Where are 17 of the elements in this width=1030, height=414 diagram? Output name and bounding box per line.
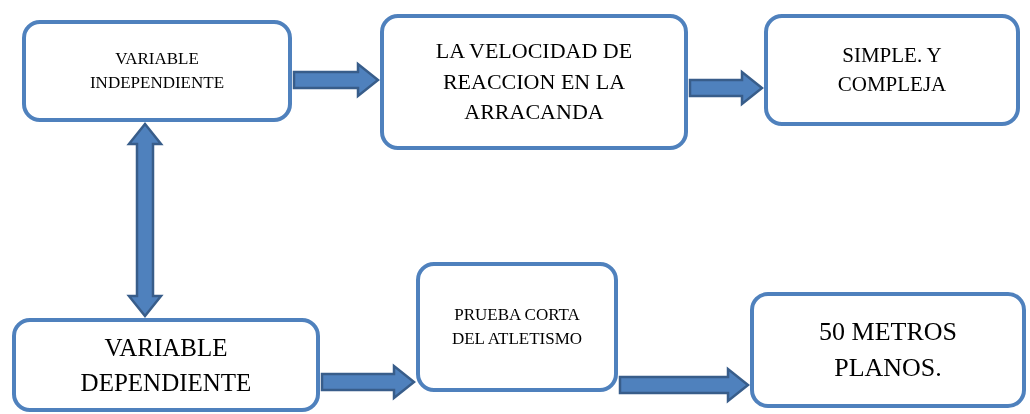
- box-text: VARIABLE INDEPENDIENTE: [88, 48, 226, 94]
- block-arrow: [688, 69, 764, 107]
- box-text: LA VELOCIDAD DE REACCION EN LA ARRACANDA: [434, 36, 634, 127]
- block-arrow: [618, 366, 750, 404]
- rounded-box: [764, 14, 1020, 126]
- block-arrow: [292, 61, 380, 99]
- rounded-box: [750, 292, 1026, 408]
- box-text: SIMPLE. Y COMPLEJA: [836, 41, 948, 98]
- rounded-box: [416, 262, 618, 392]
- box-text: PRUEBA CORTA DEL ATLETISMO: [450, 304, 584, 350]
- rounded-box: [380, 14, 688, 150]
- block-arrow: [320, 363, 416, 401]
- block-arrow: [126, 122, 164, 318]
- rounded-box: [22, 20, 292, 122]
- box-text: VARIABLE DEPENDIENTE: [79, 333, 253, 398]
- rounded-box: [12, 318, 320, 412]
- box-text: 50 METROS PLANOS.: [818, 315, 958, 384]
